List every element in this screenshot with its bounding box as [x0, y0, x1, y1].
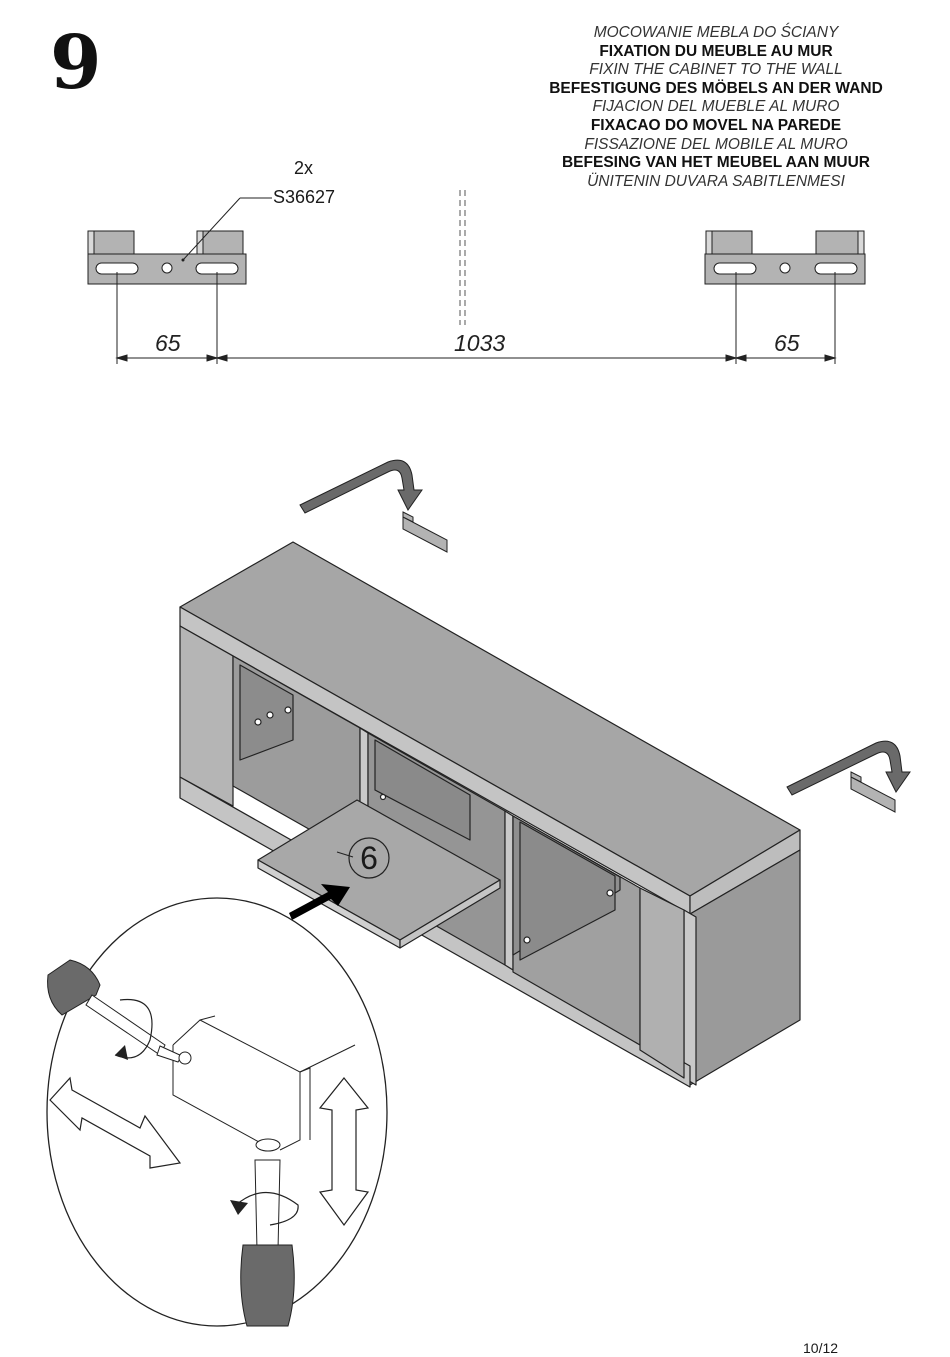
- part-leader-line: [182, 197, 241, 261]
- title-it: FISSAZIONE DEL MOBILE AL MURO: [584, 135, 848, 153]
- mounting-arrow-right: [786, 740, 911, 796]
- dimension-left: 65: [155, 330, 181, 356]
- title-de: BEFESTIGUNG DES MÖBELS AN DER WAND: [549, 79, 883, 97]
- mounting-arrow-top: [299, 459, 423, 514]
- shelf-6: [257, 799, 501, 949]
- insert-arrow: [289, 884, 350, 920]
- title-pt: FIXACAO DO MOVEL NA PAREDE: [590, 116, 842, 134]
- title-block: MOCOWANIE MEBLA DO ŚCIANY FIXATION DU ME…: [530, 24, 902, 191]
- bracket-left: [87, 230, 247, 285]
- title-en: FIXIN THE CABINET TO THE WALL: [589, 61, 843, 79]
- part-quantity: 2x: [294, 158, 314, 178]
- part-code: S36627: [273, 187, 336, 207]
- dimension-lines: [115, 272, 837, 364]
- title-nl: BEFESING VAN HET MEUBEL AAN MUUR: [561, 154, 870, 172]
- mini-bracket-top: [402, 511, 448, 553]
- detail-cabinet: [172, 1015, 356, 1151]
- mini-bracket-right: [850, 771, 896, 813]
- callout-number: 6: [360, 840, 378, 876]
- title-fr: FIXATION DU MEUBLE AU MUR: [599, 42, 833, 60]
- page-number: 10/12: [803, 1340, 839, 1356]
- adjust-arrow-vertical: [318, 1077, 370, 1227]
- center-line: [459, 190, 466, 325]
- detail-ellipse: [46, 897, 388, 1327]
- callout-circle: [348, 837, 390, 879]
- step-number: 9: [50, 20, 102, 106]
- screwdriver-top: [47, 959, 192, 1065]
- dimension-center: 1033: [454, 330, 506, 356]
- dimension-right: 65: [774, 330, 800, 356]
- title-pl: MOCOWANIE MEBLA DO ŚCIANY: [593, 24, 839, 41]
- screwdriver-bottom: [240, 1138, 295, 1327]
- adjust-arrow-horizontal: [49, 1076, 182, 1169]
- bracket-right: [704, 230, 866, 285]
- title-tr: ÜNITENIN DUVARA SABITLENMESI: [587, 172, 845, 190]
- part-callout: 6: [347, 836, 391, 880]
- title-es: FIJACION DEL MUEBLE AL MURO: [592, 98, 840, 116]
